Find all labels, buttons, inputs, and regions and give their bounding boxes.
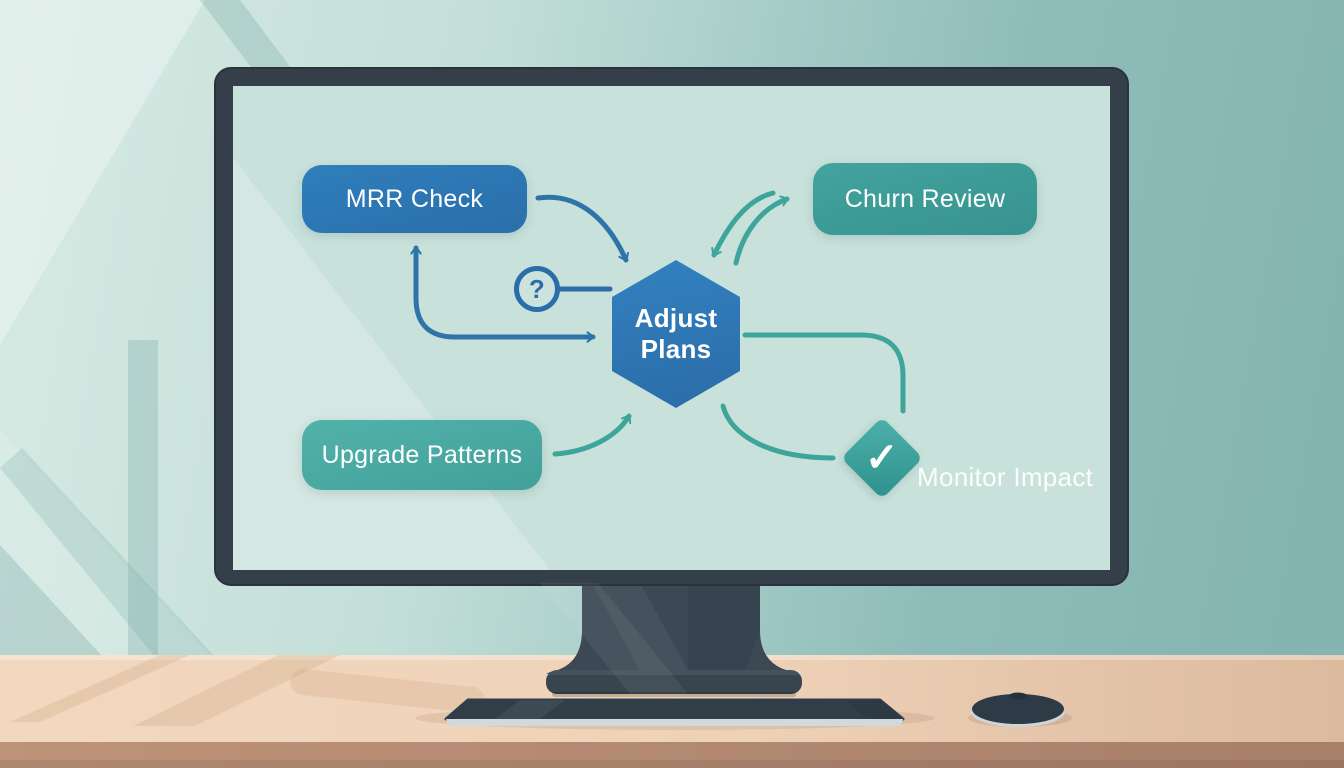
node-upgrade-patterns-label: Upgrade Patterns — [321, 440, 523, 469]
stand-glare — [540, 583, 688, 694]
wall-light-shaft — [0, 0, 205, 345]
arrow-upgrade-to-adjust — [552, 413, 632, 457]
node-mrr-check[interactable]: MRR Check — [302, 165, 527, 233]
mouse-notch — [1009, 692, 1027, 700]
arrow-adjust-to-churn — [733, 195, 790, 266]
question-badge[interactable]: ? — [514, 266, 560, 312]
connector-adjust-to-monitor-left — [720, 403, 836, 461]
node-adjust-plans-label-line2: Plans — [640, 334, 712, 364]
base-highlight — [546, 670, 802, 675]
node-mrr-check-label: MRR Check — [345, 184, 484, 213]
desk-streak — [10, 655, 190, 722]
arrow-mrr-to-adjust — [535, 194, 630, 263]
node-churn-review[interactable]: Churn Review — [813, 163, 1037, 235]
desk-streak — [133, 655, 340, 726]
flow-arrows — [410, 190, 906, 461]
keyboard-shading — [845, 700, 903, 719]
wall-light-shaft-lower — [0, 430, 215, 660]
stand-highlight — [592, 583, 690, 674]
monitor-stand-base — [546, 670, 802, 694]
wall-shadow-band-vertical — [128, 340, 158, 655]
keyboard-reflection — [495, 700, 565, 719]
desk-front-edge — [0, 742, 1344, 768]
arrow-loop-adjust-mrr — [410, 245, 596, 343]
base-shadow — [552, 692, 796, 697]
arrow-churn-to-adjust — [711, 190, 776, 258]
node-adjust-plans-label-line1: Adjust — [634, 303, 718, 333]
mouse — [972, 694, 1064, 724]
checkmark-icon: ✓ — [865, 435, 899, 480]
node-churn-review-label: Churn Review — [844, 184, 1006, 213]
desk-front-shade — [0, 760, 1344, 768]
node-upgrade-patterns[interactable]: Upgrade Patterns — [302, 420, 542, 490]
node-monitor-impact-label: Monitor Impact — [917, 462, 1094, 492]
desk-streak — [290, 669, 485, 713]
keyboard-base-rim — [446, 719, 903, 726]
question-mark-icon: ? — [528, 273, 546, 304]
monitor-screen: MRR Check Churn Review Upgrade Patterns … — [233, 86, 1110, 570]
stand-shading — [688, 583, 760, 674]
connector-adjust-to-monitor-top — [742, 332, 906, 414]
monitor-stand-neck — [546, 583, 798, 674]
